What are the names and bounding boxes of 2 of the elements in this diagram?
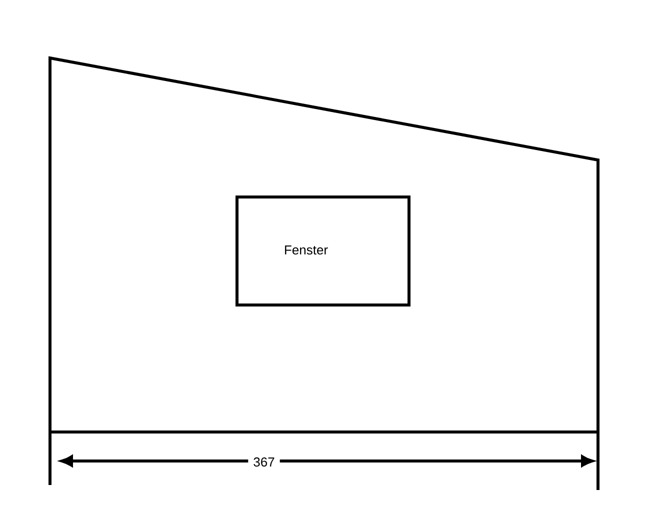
- dimension-label: 367: [248, 452, 280, 472]
- window-box: Fenster: [236, 196, 410, 306]
